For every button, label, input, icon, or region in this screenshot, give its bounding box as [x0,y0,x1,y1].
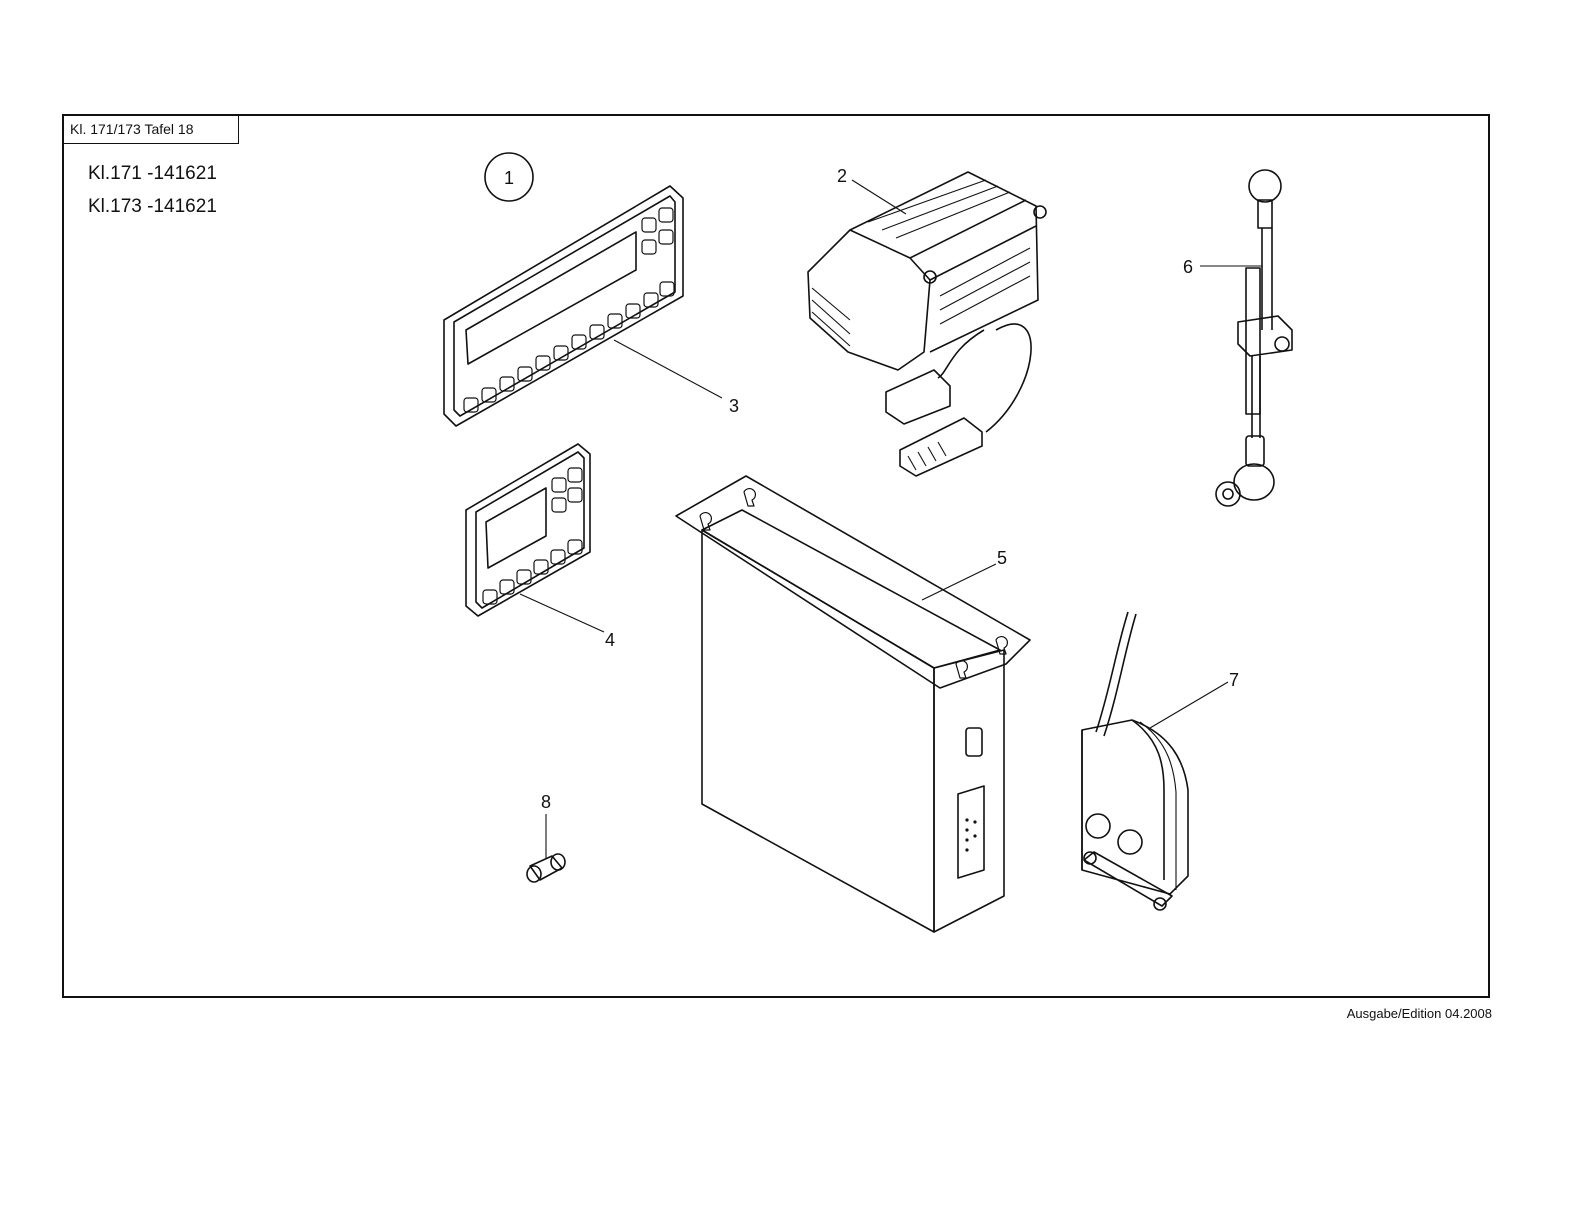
part-7-switch-unit [1082,612,1188,910]
callout-4: 4 [605,630,615,650]
callout-5: 5 [997,548,1007,568]
callout-6: 6 [1183,257,1193,277]
part-5-control-box [676,476,1030,932]
group-number: 1 [504,168,514,188]
callout-7: 7 [1229,670,1239,690]
part-3-long-terminal [444,186,683,426]
callout-8: 8 [541,792,551,812]
part-2-sensor-unit [808,172,1046,476]
part-8-fuse [527,854,565,882]
leader-lines [520,180,1262,858]
callout-3: 3 [729,396,739,416]
part-4-small-terminal [466,444,590,616]
callout-2: 2 [837,166,847,186]
part-6-linkage-rod [1216,170,1292,506]
